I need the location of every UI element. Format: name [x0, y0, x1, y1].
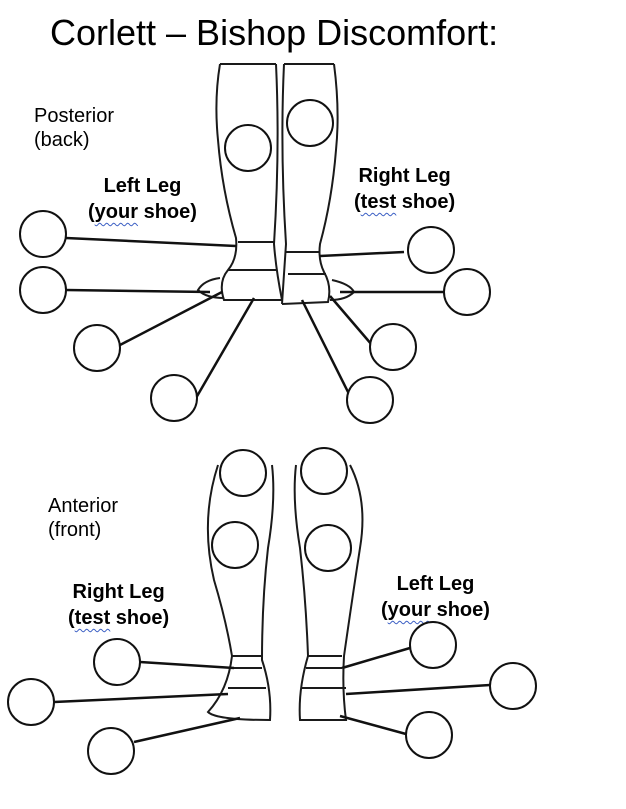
leader-line [194, 297, 256, 399]
shoe-note: (your shoe) [88, 201, 197, 223]
discomfort-circle[interactable] [346, 376, 394, 424]
discomfort-circle[interactable] [150, 374, 198, 422]
anterior-view-label: Anterior (front) [48, 495, 119, 541]
discomfort-circle[interactable] [73, 324, 121, 372]
anterior-left-leg-outline [293, 464, 364, 721]
leader-line [319, 250, 405, 258]
anterior-left-leg-label: Left Leg (your shoe) [381, 571, 490, 623]
leg-name: Right Leg [358, 165, 451, 187]
anterior-right-leg-label: Right Leg (test shoe) [68, 579, 169, 631]
leg-name: Left Leg [103, 175, 182, 197]
discomfort-circle[interactable] [409, 621, 457, 669]
discomfort-circle[interactable] [443, 268, 491, 316]
leader-line [341, 646, 411, 670]
anterior-right-leg-outline [206, 464, 275, 722]
discomfort-circle[interactable] [19, 266, 67, 314]
discomfort-circle[interactable] [405, 711, 453, 759]
discomfort-circle[interactable] [211, 521, 259, 569]
discomfort-circle[interactable] [93, 638, 141, 686]
discomfort-circle[interactable] [19, 210, 67, 258]
leader-line [65, 236, 237, 248]
leg-name: Left Leg [396, 573, 475, 595]
discomfort-circle[interactable] [369, 323, 417, 371]
discomfort-circle[interactable] [489, 662, 537, 710]
posterior-right-leg-outline [281, 63, 356, 305]
posterior-left-leg-outline [196, 63, 283, 301]
leader-line [339, 714, 407, 736]
leader-line [133, 716, 241, 744]
leader-line [119, 290, 223, 347]
leg-name: Right Leg [72, 581, 165, 603]
anterior-leader-lines [53, 646, 491, 744]
anterior-discomfort-circles [7, 447, 537, 775]
discomfort-circle[interactable] [87, 727, 135, 775]
posterior-leader-lines [65, 236, 444, 401]
leader-line [300, 299, 354, 401]
discomfort-circle[interactable] [224, 124, 272, 172]
posterior-left-leg-label: Left Leg (your shoe) [88, 173, 197, 225]
posterior-view-label: Posterior (back) [34, 105, 115, 151]
posterior-right-leg-label: Right Leg (test shoe) [354, 163, 455, 215]
discomfort-circle[interactable] [300, 447, 348, 495]
discomfort-circle[interactable] [7, 678, 55, 726]
leader-line [329, 295, 373, 346]
posterior-discomfort-circles [19, 99, 491, 424]
discomfort-circle[interactable] [407, 226, 455, 274]
shoe-note: (test shoe) [354, 191, 456, 213]
leader-line [65, 288, 211, 294]
shoe-note: (test shoe) [68, 607, 170, 629]
discomfort-circle[interactable] [219, 449, 267, 497]
leader-line [53, 692, 229, 704]
page-title: Corlett – Bishop Discomfort: [50, 12, 499, 53]
discomfort-circle[interactable] [304, 524, 352, 572]
shoe-note: (your shoe) [381, 599, 490, 621]
leader-line [139, 660, 235, 670]
discomfort-circle[interactable] [286, 99, 334, 147]
leader-line [345, 683, 491, 696]
